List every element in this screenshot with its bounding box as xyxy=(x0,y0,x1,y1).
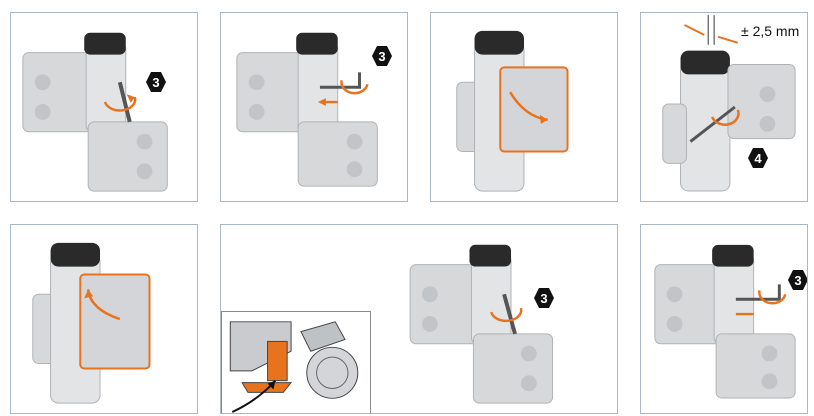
step-panel-2: 3 xyxy=(220,12,408,202)
step-number-badge-4: 4 xyxy=(747,147,769,169)
step-number-badge-2: 3 xyxy=(371,45,393,67)
step-panel-4: ± 2,5 mm 4 xyxy=(640,12,808,202)
detail-inset xyxy=(221,311,371,414)
step-number-badge-1: 3 xyxy=(145,71,167,93)
step-number-6: 3 xyxy=(533,287,555,309)
step-number-4: 4 xyxy=(747,147,769,169)
hinge-illustration-3 xyxy=(431,13,617,201)
step-panel-5 xyxy=(10,224,198,414)
hinge-illustration-7 xyxy=(641,225,807,413)
hinge-illustration-4 xyxy=(641,13,807,201)
step-number-2: 3 xyxy=(371,45,393,67)
step-number-badge-7: 3 xyxy=(787,269,808,291)
step-panel-7: 3 xyxy=(640,224,808,414)
step-panel-6: 3 xyxy=(220,224,618,414)
hinge-illustration-5 xyxy=(11,225,197,413)
step-number-7: 3 xyxy=(787,269,808,291)
step-panel-1: 3 xyxy=(10,12,198,202)
step-number-1: 3 xyxy=(145,71,167,93)
hinge-illustration-1 xyxy=(11,13,197,201)
step-panel-3 xyxy=(430,12,618,202)
detail-cross-section-illustration xyxy=(222,312,370,414)
step-number-badge-6: 3 xyxy=(533,287,555,309)
hinge-illustration-2 xyxy=(221,13,407,201)
tolerance-label: ± 2,5 mm xyxy=(741,23,799,39)
